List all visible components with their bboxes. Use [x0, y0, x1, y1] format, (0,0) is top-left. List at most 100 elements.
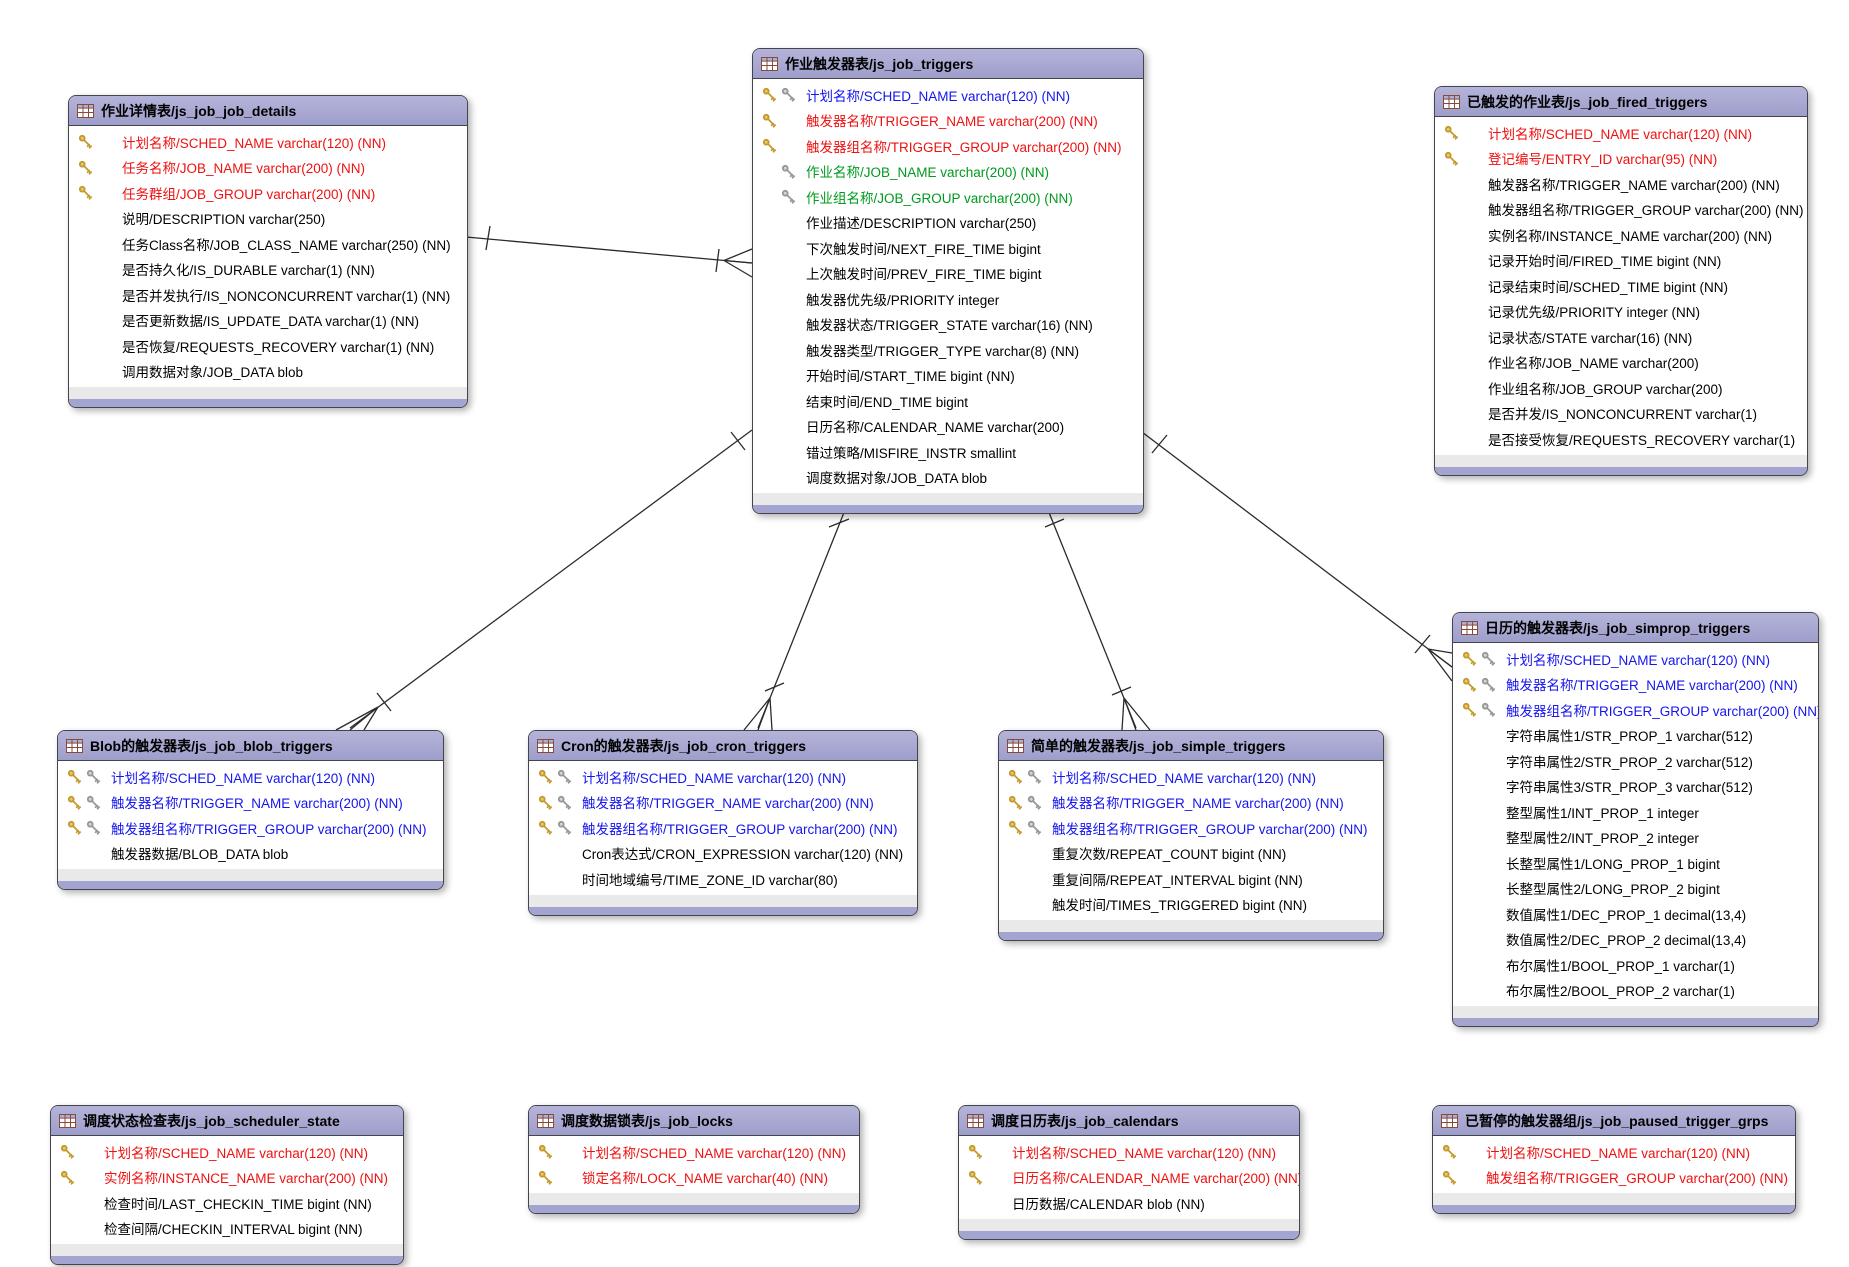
primary-key-icon [78, 134, 95, 150]
key-slot [781, 367, 798, 383]
key-slot [1444, 278, 1461, 294]
primary-key-icon [1008, 769, 1025, 785]
field-label: 重复间隔/REPEAT_INTERVAL bigint (NN) [1052, 872, 1303, 888]
primary-key-icon [60, 1144, 77, 1160]
table-footer-strip [529, 1193, 859, 1205]
key-slot [762, 444, 779, 460]
primary-key-icon [1008, 794, 1025, 810]
primary-key-icon [1444, 150, 1461, 166]
field-label: 整型属性2/INT_PROP_2 integer [1506, 831, 1699, 847]
field-label: 触发器类型/TRIGGER_TYPE varchar(8) (NN) [806, 343, 1080, 359]
field-row: 说明/DESCRIPTION varchar(250) [69, 206, 467, 232]
key-slot [78, 312, 95, 328]
key-slot [1462, 753, 1479, 769]
field-row: 触发器名称/TRIGGER_NAME varchar(200) (NN) [753, 108, 1143, 134]
field-label: 触发器组名称/TRIGGER_GROUP varchar(200) (NN) [806, 139, 1122, 155]
table-js_job_calendars[interactable]: 调度日历表/js_job_calendars 计划名称/SCHED_NAME v… [958, 1105, 1300, 1240]
field-label: 实例名称/INSTANCE_NAME varchar(200) (NN) [104, 1171, 389, 1187]
field-row: 触发器名称/TRIGGER_NAME varchar(200) (NN) [58, 790, 443, 816]
key-slot [1444, 354, 1461, 370]
key-slot [1462, 727, 1479, 743]
field-row: 触发器组名称/TRIGGER_GROUP varchar(200) (NN) [1435, 197, 1807, 223]
table-header[interactable]: 作业详情表/js_job_job_details [69, 96, 467, 126]
field-label: 作业组名称/JOB_GROUP varchar(200) [1488, 381, 1723, 397]
table-header[interactable]: 简单的触发器表/js_job_simple_triggers [999, 731, 1383, 761]
table-header[interactable]: 已触发的作业表/js_job_fired_triggers [1435, 87, 1807, 117]
field-row: 长整型属性2/LONG_PROP_2 bigint [1453, 876, 1818, 902]
field-row: 是否并发/IS_NONCONCURRENT varchar(1) [1435, 401, 1807, 427]
table-js_job_cron_triggers[interactable]: Cron的触发器表/js_job_cron_triggers 计划名称/SCHE… [528, 730, 918, 916]
field-label: Cron表达式/CRON_EXPRESSION varchar(120) (NN… [582, 847, 904, 863]
field-row: 作业组名称/JOB_GROUP varchar(200) [1435, 375, 1807, 401]
field-row: 重复间隔/REPEAT_INTERVAL bigint (NN) [999, 866, 1383, 892]
field-label: 计划名称/SCHED_NAME varchar(120) (NN) [111, 770, 376, 786]
key-slot [97, 185, 114, 201]
key-slot [1444, 252, 1461, 268]
table-icon [537, 738, 554, 753]
field-row: 记录开始时间/FIRED_TIME bigint (NN) [1435, 248, 1807, 274]
primary-key-icon [1462, 702, 1479, 718]
foreign-key-icon [1481, 676, 1498, 692]
field-row: 记录优先级/PRIORITY integer (NN) [1435, 299, 1807, 325]
field-label: 说明/DESCRIPTION varchar(250) [122, 212, 326, 228]
field-row: 触发器名称/TRIGGER_NAME varchar(200) (NN) [529, 790, 917, 816]
field-label: 布尔属性2/BOOL_PROP_2 varchar(1) [1506, 984, 1735, 1000]
table-header[interactable]: Blob的触发器表/js_job_blob_triggers [58, 731, 443, 761]
key-slot [1463, 201, 1480, 217]
table-js_job_simple_triggers[interactable]: 简单的触发器表/js_job_simple_triggers 计划名称/SCHE… [998, 730, 1384, 941]
table-js_job_triggers[interactable]: 作业触发器表/js_job_triggers 计划名称/SCHED_NAME v… [752, 48, 1144, 514]
table-js_job_paused_trigger_grps[interactable]: 已暂停的触发器组/js_job_paused_trigger_grps 计划名称… [1432, 1105, 1796, 1214]
table-title: 日历的触发器表/js_job_simprop_triggers [1485, 619, 1751, 636]
key-slot [762, 342, 779, 358]
key-slot [1463, 431, 1480, 447]
table-footer-band [753, 505, 1143, 513]
primary-key-icon [78, 185, 95, 201]
field-row: 结束时间/END_TIME bigint [753, 388, 1143, 414]
field-label: 计划名称/SCHED_NAME varchar(120) (NN) [1488, 126, 1753, 142]
table-header[interactable]: 日历的触发器表/js_job_simprop_triggers [1453, 613, 1818, 643]
table-header[interactable]: 已暂停的触发器组/js_job_paused_trigger_grps [1433, 1106, 1795, 1136]
table-header[interactable]: 调度日历表/js_job_calendars [959, 1106, 1299, 1136]
key-slot [781, 112, 798, 128]
table-js_job_simprop_triggers[interactable]: 日历的触发器表/js_job_simprop_triggers 计划名称/SCH… [1452, 612, 1819, 1027]
key-slot [557, 1144, 574, 1160]
table-footer-strip [999, 920, 1383, 932]
key-slot [1444, 431, 1461, 447]
table-header[interactable]: Cron的触发器表/js_job_cron_triggers [529, 731, 917, 761]
key-slot [1444, 329, 1461, 345]
key-slot [79, 1169, 96, 1185]
table-js_job_fired_triggers[interactable]: 已触发的作业表/js_job_fired_triggers 计划名称/SCHED… [1434, 86, 1808, 476]
field-label: 任务Class名称/JOB_CLASS_NAME varchar(250) (N… [122, 237, 451, 253]
table-footer-band [1453, 1018, 1818, 1026]
foreign-key-icon [557, 769, 574, 785]
table-header[interactable]: 调度数据锁表/js_job_locks [529, 1106, 859, 1136]
table-js_job_blob_triggers[interactable]: Blob的触发器表/js_job_blob_triggers 计划名称/SCHE… [57, 730, 444, 890]
field-label: 触发时间/TIMES_TRIGGERED bigint (NN) [1052, 898, 1308, 914]
table-header[interactable]: 调度状态检查表/js_job_scheduler_state [51, 1106, 403, 1136]
field-label: 触发器组名称/TRIGGER_GROUP varchar(200) (NN) [1488, 203, 1804, 219]
table-js_job_scheduler_state[interactable]: 调度状态检查表/js_job_scheduler_state 计划名称/SCHE… [50, 1105, 404, 1265]
foreign-key-icon [1027, 820, 1044, 836]
field-label: 任务名称/JOB_NAME varchar(200) (NN) [122, 161, 366, 177]
field-label: 调用数据对象/JOB_DATA blob [122, 365, 304, 381]
field-label: 实例名称/INSTANCE_NAME varchar(200) (NN) [1488, 228, 1773, 244]
table-footer-strip [1433, 1193, 1795, 1205]
key-slot [1444, 303, 1461, 319]
table-js_job_locks[interactable]: 调度数据锁表/js_job_locks 计划名称/SCHED_NAME varc… [528, 1105, 860, 1214]
field-row: 作业名称/JOB_NAME varchar(200) (NN) [753, 159, 1143, 185]
field-row: 日历名称/CALENDAR_NAME varchar(200) [753, 414, 1143, 440]
key-slot [1481, 753, 1498, 769]
field-row: Cron表达式/CRON_EXPRESSION varchar(120) (NN… [529, 841, 917, 867]
primary-key-icon [538, 820, 555, 836]
key-slot [78, 236, 95, 252]
field-row: 检查时间/LAST_CHECKIN_TIME bigint (NN) [51, 1190, 403, 1216]
field-label: 触发器名称/TRIGGER_NAME varchar(200) (NN) [1052, 796, 1344, 812]
field-label: 字符串属性2/STR_PROP_2 varchar(512) [1506, 754, 1753, 770]
key-slot [538, 871, 555, 887]
table-header[interactable]: 作业触发器表/js_job_triggers [753, 49, 1143, 79]
table-fields: 计划名称/SCHED_NAME varchar(120) (NN)触发组名称/T… [1433, 1136, 1795, 1193]
table-js_job_job_details[interactable]: 作业详情表/js_job_job_details 计划名称/SCHED_NAME… [68, 95, 468, 408]
table-fields: 计划名称/SCHED_NAME varchar(120) (NN)日历名称/CA… [959, 1136, 1299, 1219]
primary-key-icon [78, 159, 95, 175]
key-slot [762, 240, 779, 256]
